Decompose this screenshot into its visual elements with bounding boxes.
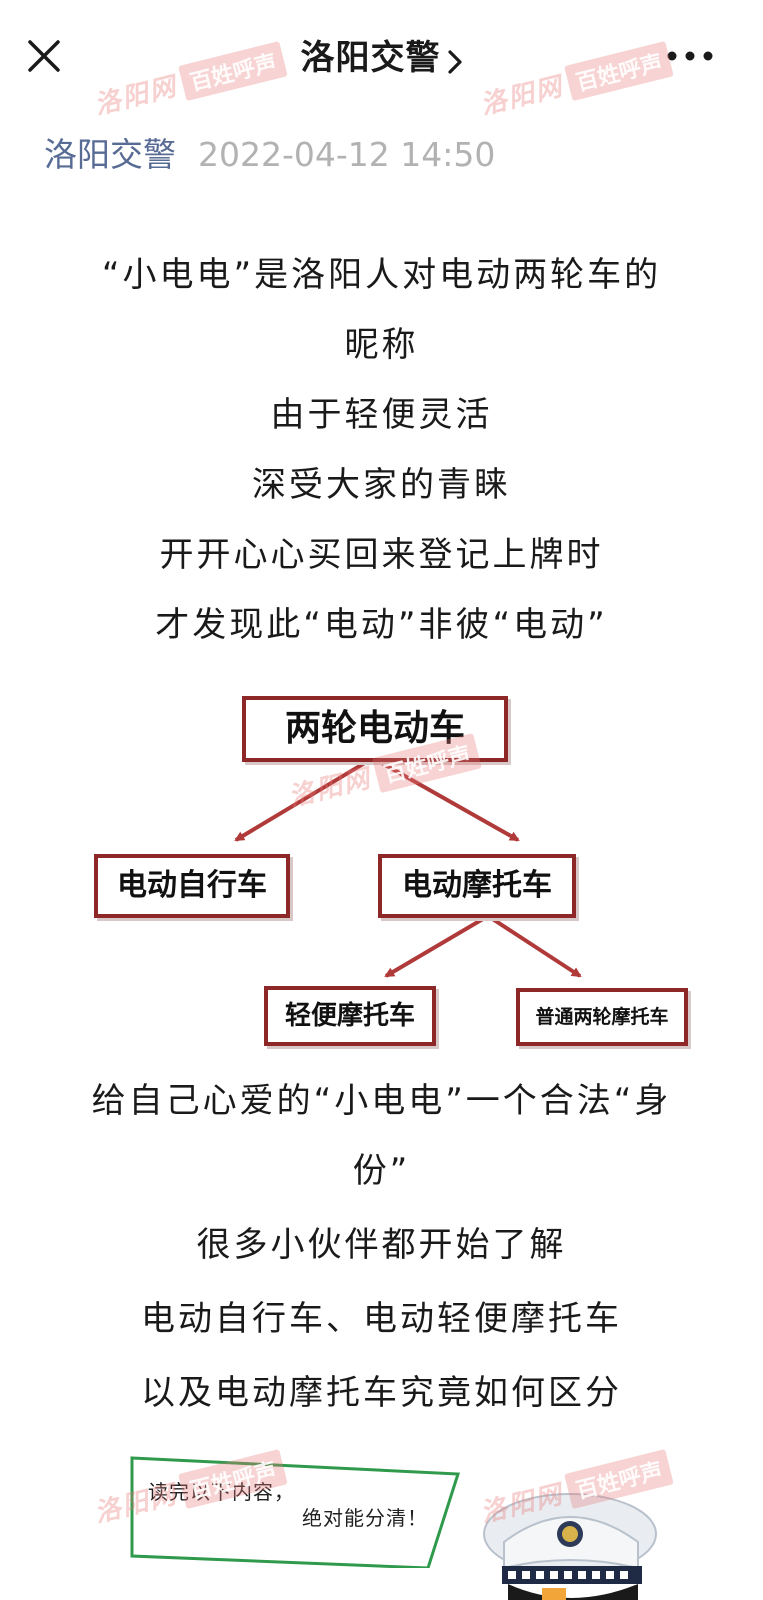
paragraph-line: “小电电”是洛阳人对电动两轮车的 xyxy=(101,255,662,295)
diagram-node-light-motorcycle: 轻便摩托车 xyxy=(264,986,436,1046)
diagram-node-electric-bicycle: 电动自行车 xyxy=(94,854,290,918)
paragraph-line: 份” xyxy=(352,1151,411,1191)
diagram-node-root: 两轮电动车 xyxy=(242,696,508,762)
close-icon[interactable] xyxy=(22,34,66,78)
more-icon[interactable] xyxy=(662,40,718,72)
paragraph-line: 开开心心买回来登记上牌时 xyxy=(159,535,604,575)
publish-date: 2022-04-12 14:50 xyxy=(198,135,496,174)
paragraph-line: 深受大家的青睐 xyxy=(252,465,511,505)
paragraph-line: 电动自行车、电动轻便摩托车 xyxy=(141,1299,622,1339)
paragraph-line: 才发现此“电动”非彼“电动” xyxy=(155,605,608,645)
paragraph-line: 给自己心爱的“小电电”一个合法“身 xyxy=(91,1081,672,1121)
diagram-arrows xyxy=(234,756,582,978)
chevron-right-icon xyxy=(447,49,462,74)
diagram-node-electric-motorcycle: 电动摩托车 xyxy=(378,854,576,918)
paragraph-line: 由于轻便灵活 xyxy=(270,395,493,435)
account-title-link[interactable]: 洛阳交警 xyxy=(0,30,763,79)
paragraph-line: 昵称 xyxy=(344,325,419,365)
author-link[interactable]: 洛阳交警 xyxy=(44,135,176,174)
diagram-node-regular-motorcycle: 普通两轮摩托车 xyxy=(516,988,688,1046)
paragraph-line: 很多小伙伴都开始了解 xyxy=(196,1225,567,1265)
article-paragraph-2: 给自己心爱的“小电电”一个合法“身 份” 很多小伙伴都开始了解 电动自行车、电动… xyxy=(0,1066,763,1428)
article-meta: 洛阳交警 2022-04-12 14:50 xyxy=(44,128,495,176)
classification-diagram: 两轮电动车 电动自行车 电动摩托车 轻便摩托车 普通两轮摩托车 xyxy=(86,690,696,1060)
paragraph-line: 以及电动摩托车究竟如何区分 xyxy=(141,1373,622,1413)
page-title: 洛阳交警 xyxy=(300,38,441,78)
callout-line-2: 绝对能分清！ xyxy=(302,1506,428,1530)
article-paragraph-1: “小电电”是洛阳人对电动两轮车的 昵称 由于轻便灵活 深受大家的青睐 开开心心买… xyxy=(0,240,763,660)
top-bar: 洛阳交警 xyxy=(0,0,763,112)
callout-line-1: 读完以下内容， xyxy=(148,1480,295,1504)
speech-bubble xyxy=(130,1456,461,1568)
police-officer-illustration xyxy=(483,1493,657,1600)
